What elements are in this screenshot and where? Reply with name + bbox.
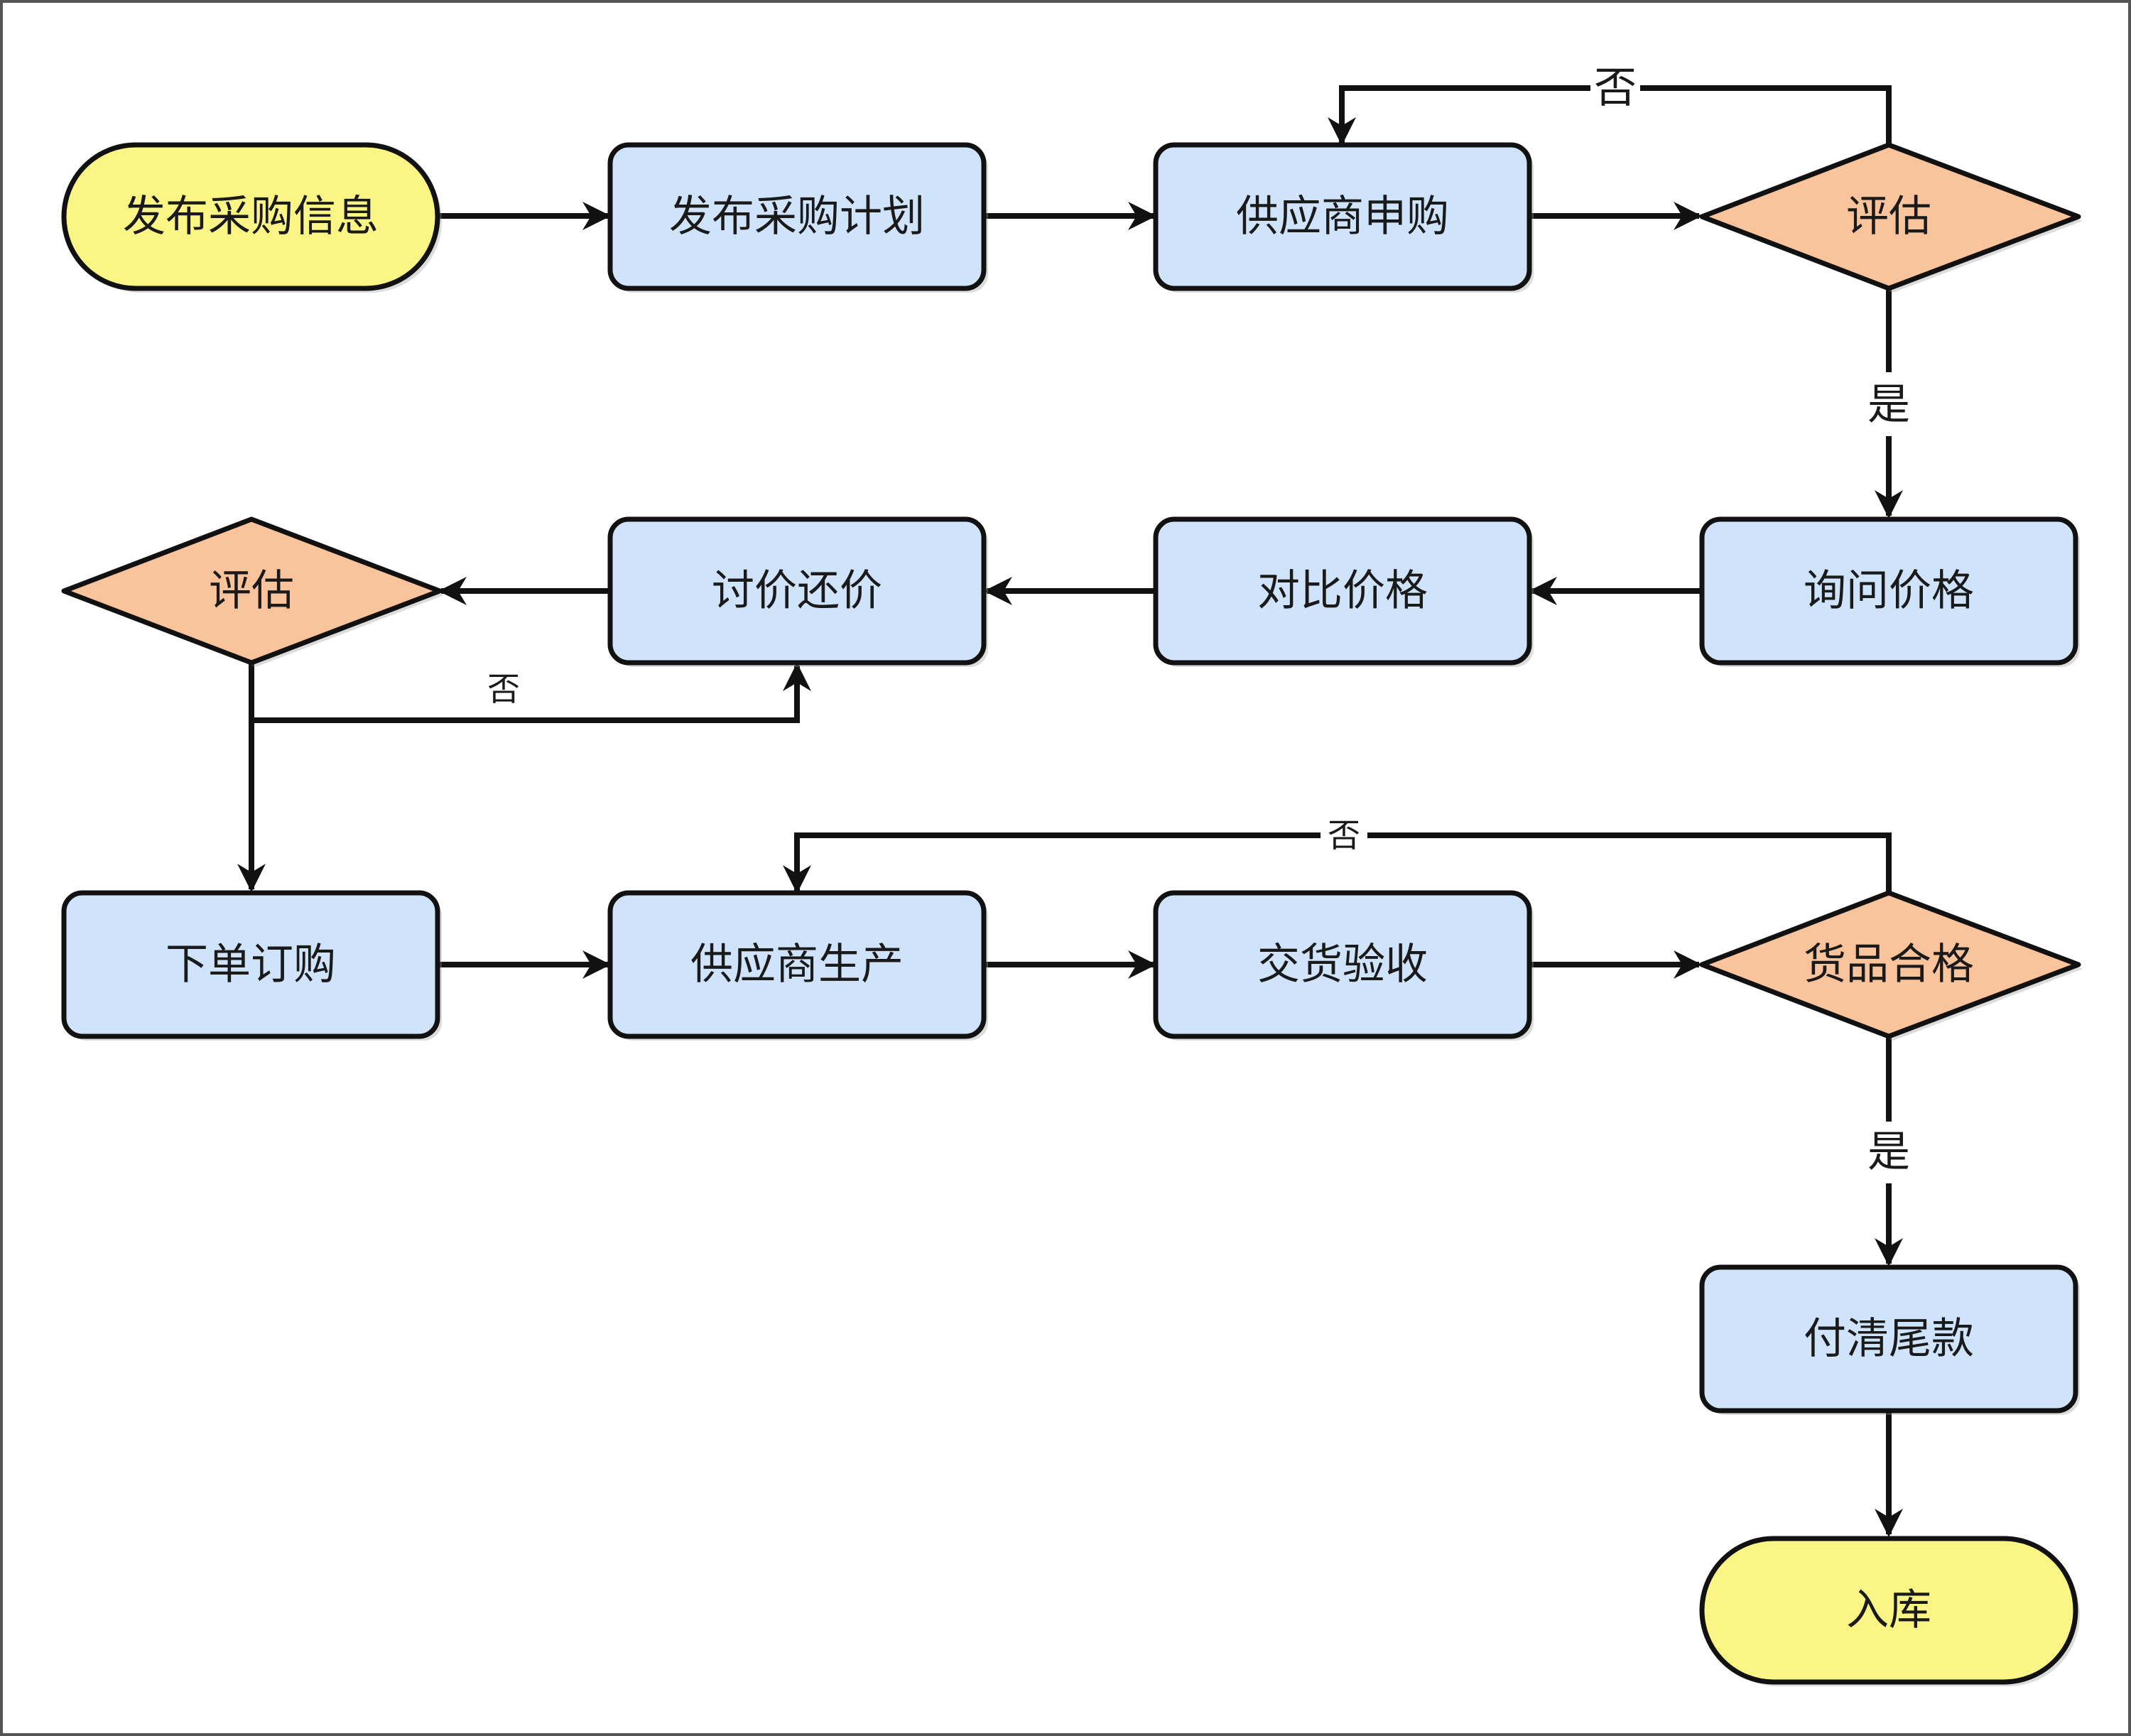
- label-bg: [1860, 379, 1917, 430]
- flowchart-svg: 否 是 否 否 是 发布采购信息 发布采购计划 供应商申购 评估: [61, 63, 2083, 1686]
- node-pay[interactable]: 付清尾款: [1699, 1264, 2080, 1415]
- node-negotiate-label: 讨价还价: [712, 566, 882, 616]
- node-produce[interactable]: 供应商生产: [607, 890, 988, 1041]
- node-eval1-label: 评估: [1846, 192, 1931, 242]
- node-eval2[interactable]: 评估: [61, 516, 444, 667]
- node-inquire[interactable]: 询问价格: [1699, 516, 2080, 667]
- node-delivery[interactable]: 交货验收: [1153, 890, 1534, 1041]
- node-order[interactable]: 下单订购: [61, 890, 442, 1041]
- node-inquire-label: 询问价格: [1804, 566, 1974, 616]
- node-end[interactable]: 入库: [1699, 1536, 2080, 1686]
- node-pay-label: 付清尾款: [1804, 1314, 1974, 1364]
- label-qualified-no: 否: [1328, 816, 1360, 855]
- node-produce-label: 供应商生产: [690, 940, 904, 989]
- edge-eval2-no-to-negotiate: [251, 663, 811, 723]
- node-eval2-label: 评估: [209, 566, 294, 616]
- node-eval1[interactable]: 评估: [1699, 142, 2083, 293]
- node-compare[interactable]: 对比价格: [1153, 516, 1534, 667]
- node-apply[interactable]: 供应商申购: [1153, 142, 1534, 293]
- node-qualified-label: 货品合格: [1804, 940, 1974, 989]
- label-eval2-no: 否: [487, 670, 520, 708]
- label-bg: [1590, 65, 1640, 111]
- node-start-label: 发布采购信息: [123, 192, 379, 242]
- nodes: 发布采购信息 发布采购计划 供应商申购 评估 询问价格 对比价格: [61, 142, 2083, 1686]
- node-plan[interactable]: 发布采购计划: [607, 142, 988, 293]
- node-start[interactable]: 发布采购信息: [61, 142, 442, 293]
- node-compare-label: 对比价格: [1257, 566, 1428, 616]
- label-eval1-yes: 是: [1867, 380, 1910, 430]
- node-plan-label: 发布采购计划: [669, 192, 925, 242]
- node-qualified[interactable]: 货品合格: [1699, 890, 2083, 1041]
- node-negotiate[interactable]: 讨价还价: [607, 516, 988, 667]
- label-eval1-no: 否: [1594, 63, 1637, 113]
- connectors: [237, 85, 1903, 1537]
- node-order-label: 下单订购: [166, 940, 336, 989]
- label-qualified-yes: 是: [1867, 1127, 1910, 1177]
- node-delivery-label: 交货验收: [1257, 940, 1428, 989]
- node-apply-label: 供应商申购: [1236, 192, 1449, 242]
- label-bg: [1321, 816, 1367, 856]
- label-bg: [1860, 1127, 1917, 1178]
- edge-labels: 否 是 否 否 是: [487, 63, 1917, 1178]
- node-end-label: 入库: [1846, 1585, 1931, 1635]
